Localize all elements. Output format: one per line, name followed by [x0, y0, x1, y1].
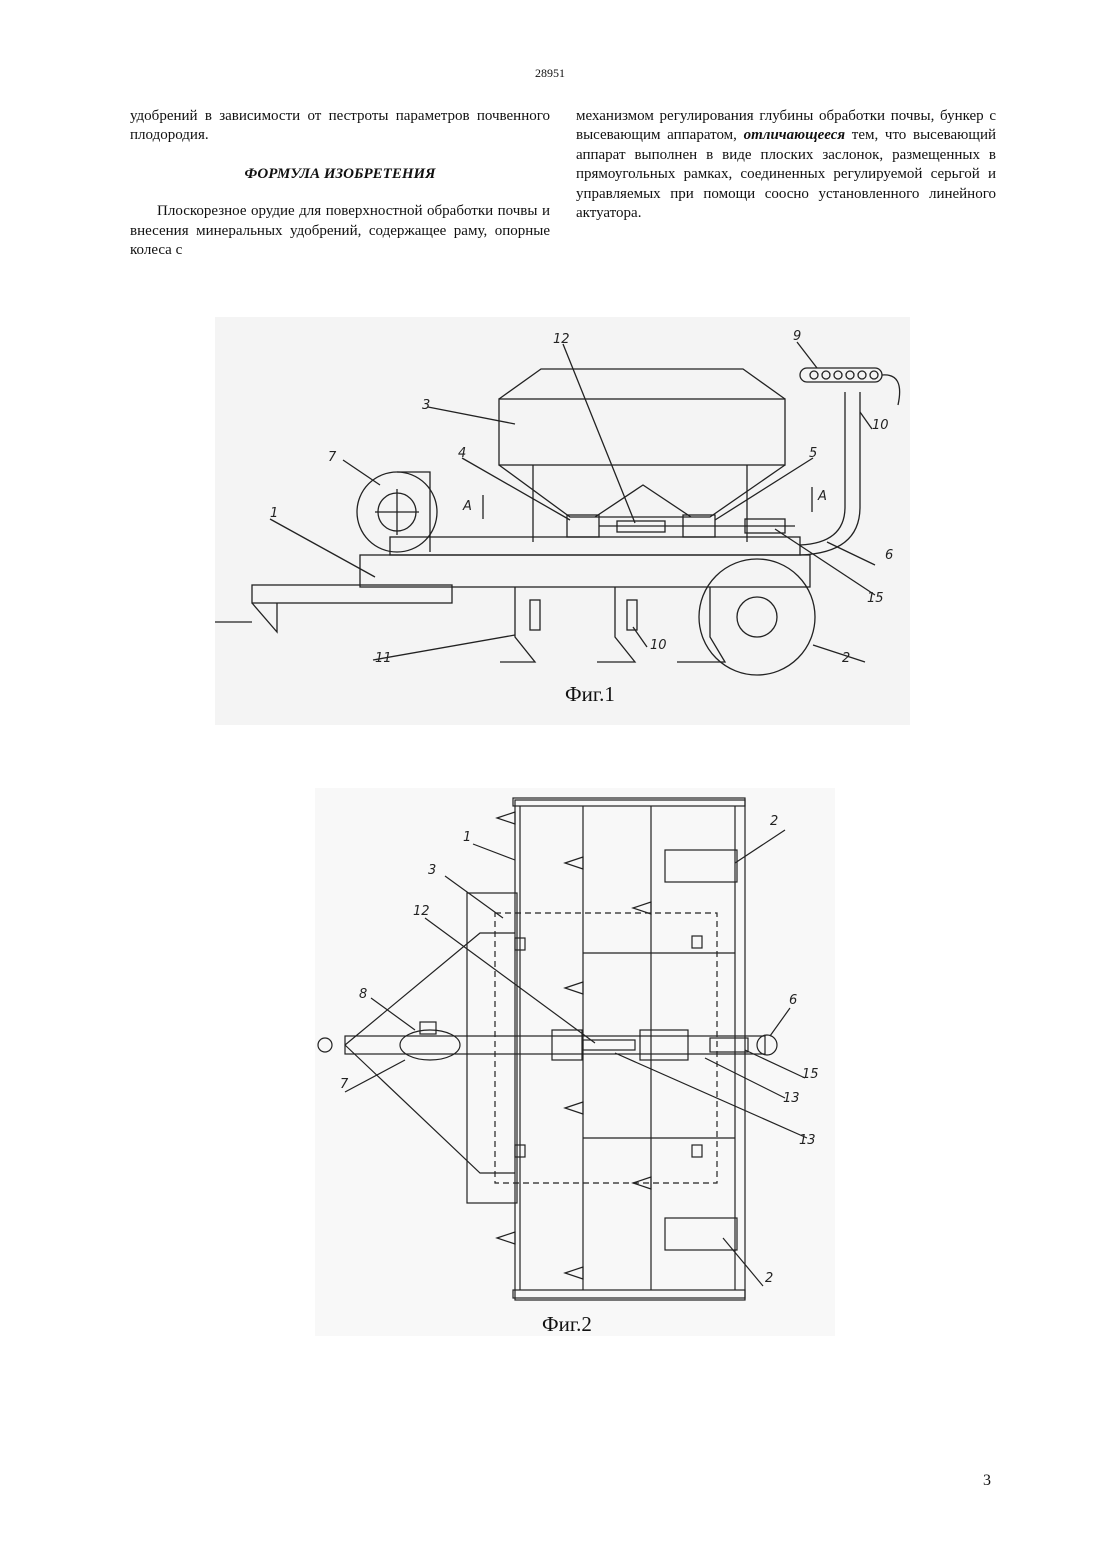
fig2-label-6: 6: [789, 993, 797, 1008]
fig2-label-8: 8: [359, 987, 367, 1002]
figure-1: 1 2 3 4 5 6 7 9 10 10 11 12 15 А А Фиг.1: [215, 317, 910, 725]
fig2-label-3: 3: [428, 863, 436, 878]
fig2-label-2a: 2: [770, 814, 778, 829]
fig2-label-2b: 2: [765, 1271, 773, 1286]
fig1-label-7: 7: [328, 450, 337, 465]
fig2-label-12: 12: [413, 904, 430, 919]
figure-1-drawing: 1 2 3 4 5 6 7 9 10 10 11 12 15 А А: [215, 317, 910, 725]
figure-2-drawing: 1 2 2 3 6 7 8 12 13 13 15: [315, 788, 835, 1336]
fig2-label-13a: 13: [783, 1091, 800, 1106]
sheet-number: 3: [983, 1472, 991, 1490]
fig1-label-6: 6: [885, 548, 893, 563]
figure-2-background: [315, 788, 835, 1336]
fig2-label-13b: 13: [799, 1133, 816, 1148]
fig2-label-15: 15: [802, 1067, 819, 1082]
fig2-label-1: 1: [463, 830, 471, 845]
figure-1-caption: Фиг.1: [565, 682, 615, 707]
fig1-label-12: 12: [553, 332, 570, 347]
claim-paragraph: Плоскорезное орудие для поверхностной об…: [130, 202, 550, 260]
fig1-label-5: 5: [809, 446, 817, 461]
page-number: 28951: [0, 66, 1100, 81]
claims-heading: ФОРМУЛА ИЗОБРЕТЕНИЯ: [130, 165, 550, 184]
fig1-section-a-left: А: [462, 499, 472, 514]
claim-emphasis: отличающееся: [744, 127, 846, 143]
fig1-label-2: 2: [842, 651, 850, 666]
fig2-label-7: 7: [340, 1077, 349, 1092]
figure-1-background: [215, 317, 910, 725]
figure-2-caption: Фиг.2: [542, 1312, 592, 1337]
figure-2: 1 2 2 3 6 7 8 12 13 13 15 Фиг.2: [315, 788, 835, 1336]
left-column: удобрений в зависимости от пестроты пара…: [130, 107, 550, 260]
right-column: механизмом регулирования глубины обработ…: [576, 107, 996, 223]
fig1-label-10b: 10: [650, 638, 667, 653]
fig1-label-11: 11: [375, 651, 392, 666]
fig1-label-10a: 10: [872, 418, 889, 433]
claim-continuation: механизмом регулирования глубины обработ…: [576, 107, 996, 223]
fig1-label-15: 15: [867, 591, 884, 606]
paragraph-continuation: удобрений в зависимости от пестроты пара…: [130, 107, 550, 146]
fig1-label-1: 1: [270, 506, 278, 521]
fig1-label-3: 3: [422, 398, 430, 413]
fig1-section-a-right: А: [817, 489, 827, 504]
fig1-label-9: 9: [793, 329, 801, 344]
fig1-label-4: 4: [458, 446, 466, 461]
